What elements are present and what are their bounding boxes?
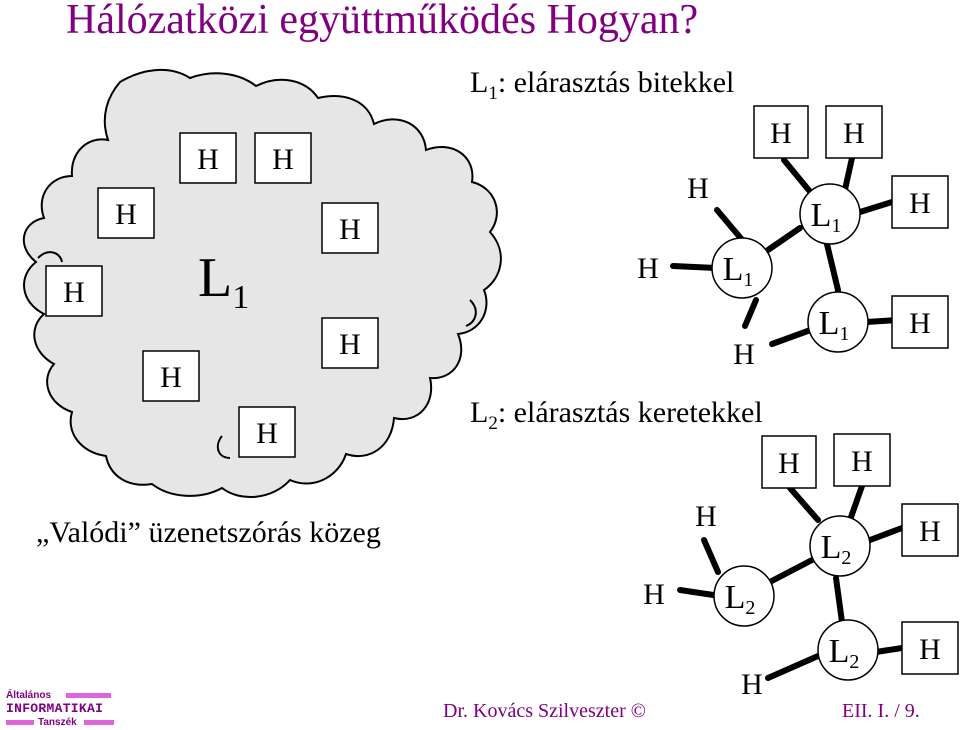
svg-text:H: H <box>770 117 792 150</box>
svg-text:H: H <box>160 361 182 394</box>
l2-node: L2 <box>817 619 879 681</box>
l1-host-box: H <box>753 105 809 159</box>
l1-host-box: H <box>891 295 949 349</box>
svg-text:H: H <box>115 198 137 231</box>
link <box>781 157 815 197</box>
broadcast-medium-caption: „Valódi” üzenetszórás közeg <box>36 516 381 549</box>
l1-node: L1 <box>807 291 869 353</box>
link <box>742 297 759 329</box>
page-title: Hálózatközi együttműködés Hogyan? <box>66 0 699 43</box>
svg-text:H: H <box>909 307 931 340</box>
link <box>763 557 815 587</box>
link <box>823 237 841 293</box>
l2-node: L2 <box>809 515 871 577</box>
l2-host: H <box>643 578 665 611</box>
l1-host: H <box>733 338 755 371</box>
footer-page-number: EII. I. / 9. <box>842 700 920 722</box>
l2-host-box: H <box>901 621 959 675</box>
cloud-host-box: H <box>321 202 379 254</box>
svg-text:H: H <box>778 447 800 480</box>
cloud-host-box: H <box>238 406 296 458</box>
cloud-host-box: H <box>142 350 200 402</box>
cloud-center-label: L1 <box>198 247 250 317</box>
l1-host-box: H <box>825 105 883 159</box>
link <box>867 525 905 543</box>
footer-author: Dr. Kovács Szilveszter © <box>443 700 646 722</box>
l1-host: H <box>687 172 709 205</box>
svg-text:H: H <box>339 328 361 361</box>
cloud-host-box: H <box>45 265 103 317</box>
svg-text:H: H <box>851 445 873 478</box>
svg-text:H: H <box>919 633 941 666</box>
link <box>847 483 865 523</box>
svg-text:L1: L1 <box>723 251 754 291</box>
l2-host: H <box>741 668 763 701</box>
svg-text:H: H <box>197 143 219 176</box>
link <box>670 263 719 271</box>
cloud-host-box: H <box>321 317 379 369</box>
l2-host: H <box>695 500 717 533</box>
l2-host-box: H <box>833 433 891 487</box>
l2-node: L2 <box>713 565 775 627</box>
link <box>701 537 721 575</box>
svg-text:H: H <box>272 143 294 176</box>
link <box>873 645 905 655</box>
svg-text:H: H <box>256 417 278 450</box>
l1-caption: L1: elárasztás bitekkel <box>470 66 735 104</box>
l1-host-box: H <box>891 175 949 229</box>
link <box>857 199 895 215</box>
svg-text:H: H <box>63 276 85 309</box>
department-logo: Általános INFORMATIKAI Tanszék <box>6 690 116 730</box>
l1-node: L1 <box>711 237 773 299</box>
svg-text:H: H <box>909 187 931 220</box>
link <box>833 575 845 625</box>
svg-text:H: H <box>919 515 941 548</box>
link <box>714 207 747 245</box>
svg-text:H: H <box>843 117 865 150</box>
link <box>765 653 821 681</box>
link <box>765 225 803 253</box>
l2-host-box: H <box>761 435 817 489</box>
l1-node: L1 <box>799 183 861 245</box>
cloud-host-box: H <box>97 187 155 239</box>
link <box>787 485 821 523</box>
l1-host: H <box>637 252 659 285</box>
svg-text:H: H <box>339 213 361 246</box>
l2-caption: L2: elárasztás keretekkel <box>470 396 763 434</box>
l2-host-box: H <box>901 503 959 557</box>
cloud-host-box: H <box>179 132 237 184</box>
cloud-host-box: H <box>254 132 312 184</box>
